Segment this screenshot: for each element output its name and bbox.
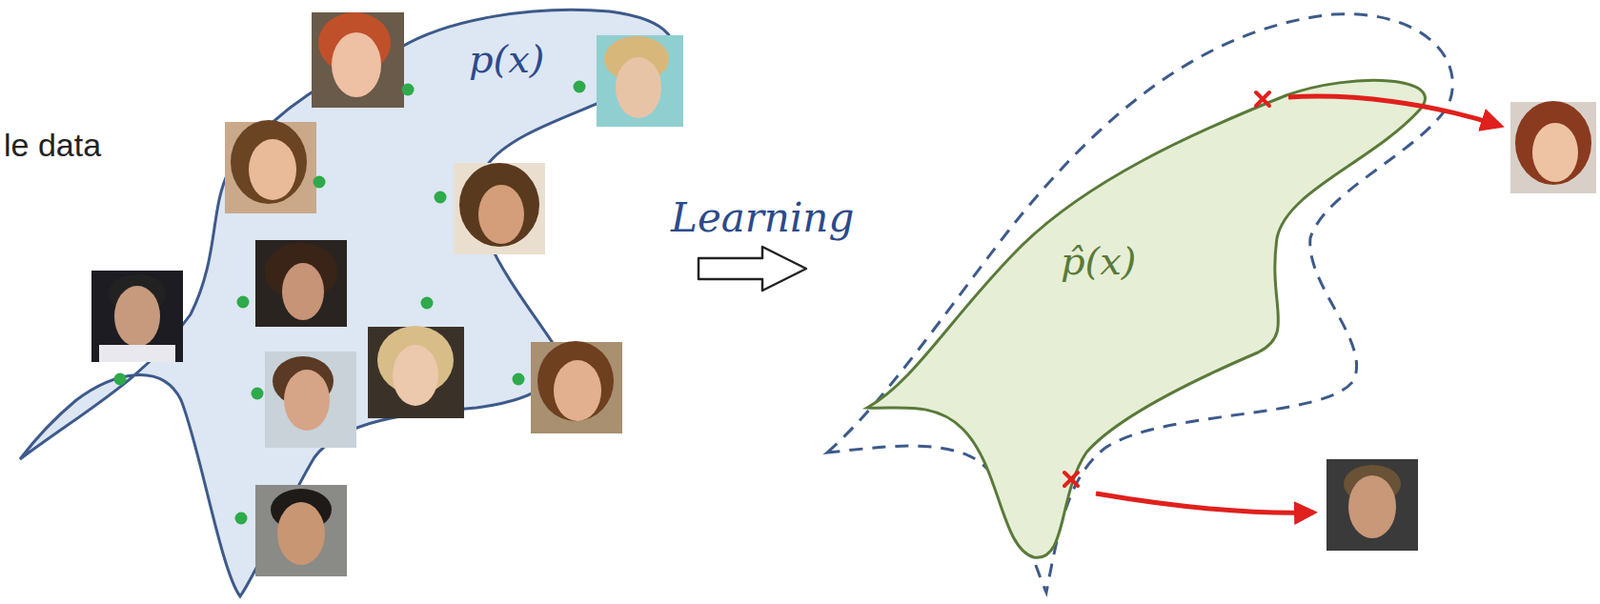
blob-path xyxy=(867,80,1425,558)
distribution-label: p(x) xyxy=(468,38,545,81)
face-photo xyxy=(264,351,357,448)
sample-dot xyxy=(114,81,587,526)
sample-arrow xyxy=(1288,96,1500,126)
face-photo xyxy=(91,270,183,363)
sample-cross xyxy=(1064,92,1270,487)
face-photo xyxy=(453,162,546,255)
face-photo xyxy=(530,341,623,434)
face-photo xyxy=(224,120,317,214)
face-photo xyxy=(1326,459,1418,551)
face-photo xyxy=(311,12,405,108)
face-photo xyxy=(255,240,347,327)
distribution-label: p̂(x) xyxy=(1060,240,1136,283)
blob-path xyxy=(827,14,1453,593)
face-photo xyxy=(367,325,465,419)
blob-path xyxy=(20,9,673,597)
sample-arrow xyxy=(1095,493,1314,513)
arrow-label: Learning xyxy=(670,196,854,241)
face-photo xyxy=(255,485,347,577)
cropped-label: le data xyxy=(3,127,102,163)
face-photo xyxy=(1510,101,1597,194)
learning-arrow xyxy=(698,246,807,291)
face-photo xyxy=(596,35,684,127)
